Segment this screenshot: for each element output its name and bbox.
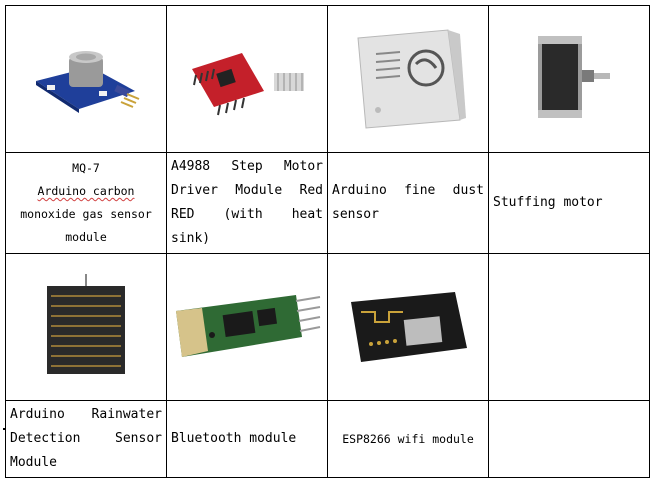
a4988-label-line-2: Driver Module Red <box>171 183 323 198</box>
dust-sensor-label-line-2: sensor <box>332 207 379 222</box>
cell-rain-sensor-label: Arduino Rainwater Detection Sensor Modul… <box>5 400 167 478</box>
mq7-label-line-3: monoxide gas sensor <box>20 207 152 221</box>
a4988-label-line-1: A4988 Step Motor <box>171 159 323 174</box>
rain-sensor-label-line-3: Module <box>10 455 57 470</box>
mq7-label-line-2: Arduino carbon <box>37 184 135 198</box>
cell-bluetooth-label: Bluetooth module <box>166 400 328 478</box>
stepper-motor-photo <box>538 36 610 118</box>
label-row-1: MQ-7 Arduino carbon monoxide gas sensor … <box>5 152 650 254</box>
image-row-2 <box>5 253 650 401</box>
a4988-label-line-3: RED (with heat <box>171 207 323 222</box>
dust-sensor-photo <box>357 29 466 129</box>
a4988-driver-photo <box>192 53 304 116</box>
cell-a4988-image <box>166 5 328 153</box>
cell-empty-label <box>488 400 650 478</box>
cell-mq7-image <box>5 5 167 153</box>
mq7-gas-sensor-photo <box>36 51 140 113</box>
cell-stepper-motor-label: Stuffing motor <box>488 152 650 254</box>
rain-sensor-photo <box>47 274 125 374</box>
esp8266-module-photo <box>351 292 467 362</box>
dust-sensor-label-line-1: Arduino fine dust <box>332 183 484 198</box>
image-row-1 <box>5 5 650 153</box>
label-row-2: Arduino Rainwater Detection Sensor Modul… <box>5 400 650 478</box>
cell-stepper-motor-image <box>488 5 650 153</box>
a4988-label-line-4: sink) <box>171 231 211 246</box>
mq7-label-line-1: MQ-7 <box>72 161 100 175</box>
bluetooth-module-photo <box>176 295 321 357</box>
stepper-motor-label-line-1: Stuffing motor <box>493 195 603 210</box>
cell-rain-sensor-image <box>5 253 167 401</box>
bluetooth-label-line-1: Bluetooth module <box>171 431 297 446</box>
cell-dust-sensor-image <box>327 5 489 153</box>
page-dot <box>3 428 5 430</box>
cell-bluetooth-image <box>166 253 328 401</box>
cell-mq7-label: MQ-7 Arduino carbon monoxide gas sensor … <box>5 152 167 254</box>
cell-esp8266-label: ESP8266 wifi module <box>327 400 489 478</box>
mq7-label-line-4: module <box>65 230 107 244</box>
rain-sensor-label-line-1: Arduino Rainwater <box>10 407 162 422</box>
cell-a4988-label: A4988 Step Motor Driver Module Red RED (… <box>166 152 328 254</box>
cell-empty-image <box>488 253 650 401</box>
rain-sensor-label-line-2: Detection Sensor <box>10 431 162 446</box>
component-table: MQ-7 Arduino carbon monoxide gas sensor … <box>5 5 650 478</box>
cell-esp8266-image <box>327 253 489 401</box>
esp8266-label-line-1: ESP8266 wifi module <box>342 431 474 446</box>
cell-dust-sensor-label: Arduino fine dust sensor <box>327 152 489 254</box>
